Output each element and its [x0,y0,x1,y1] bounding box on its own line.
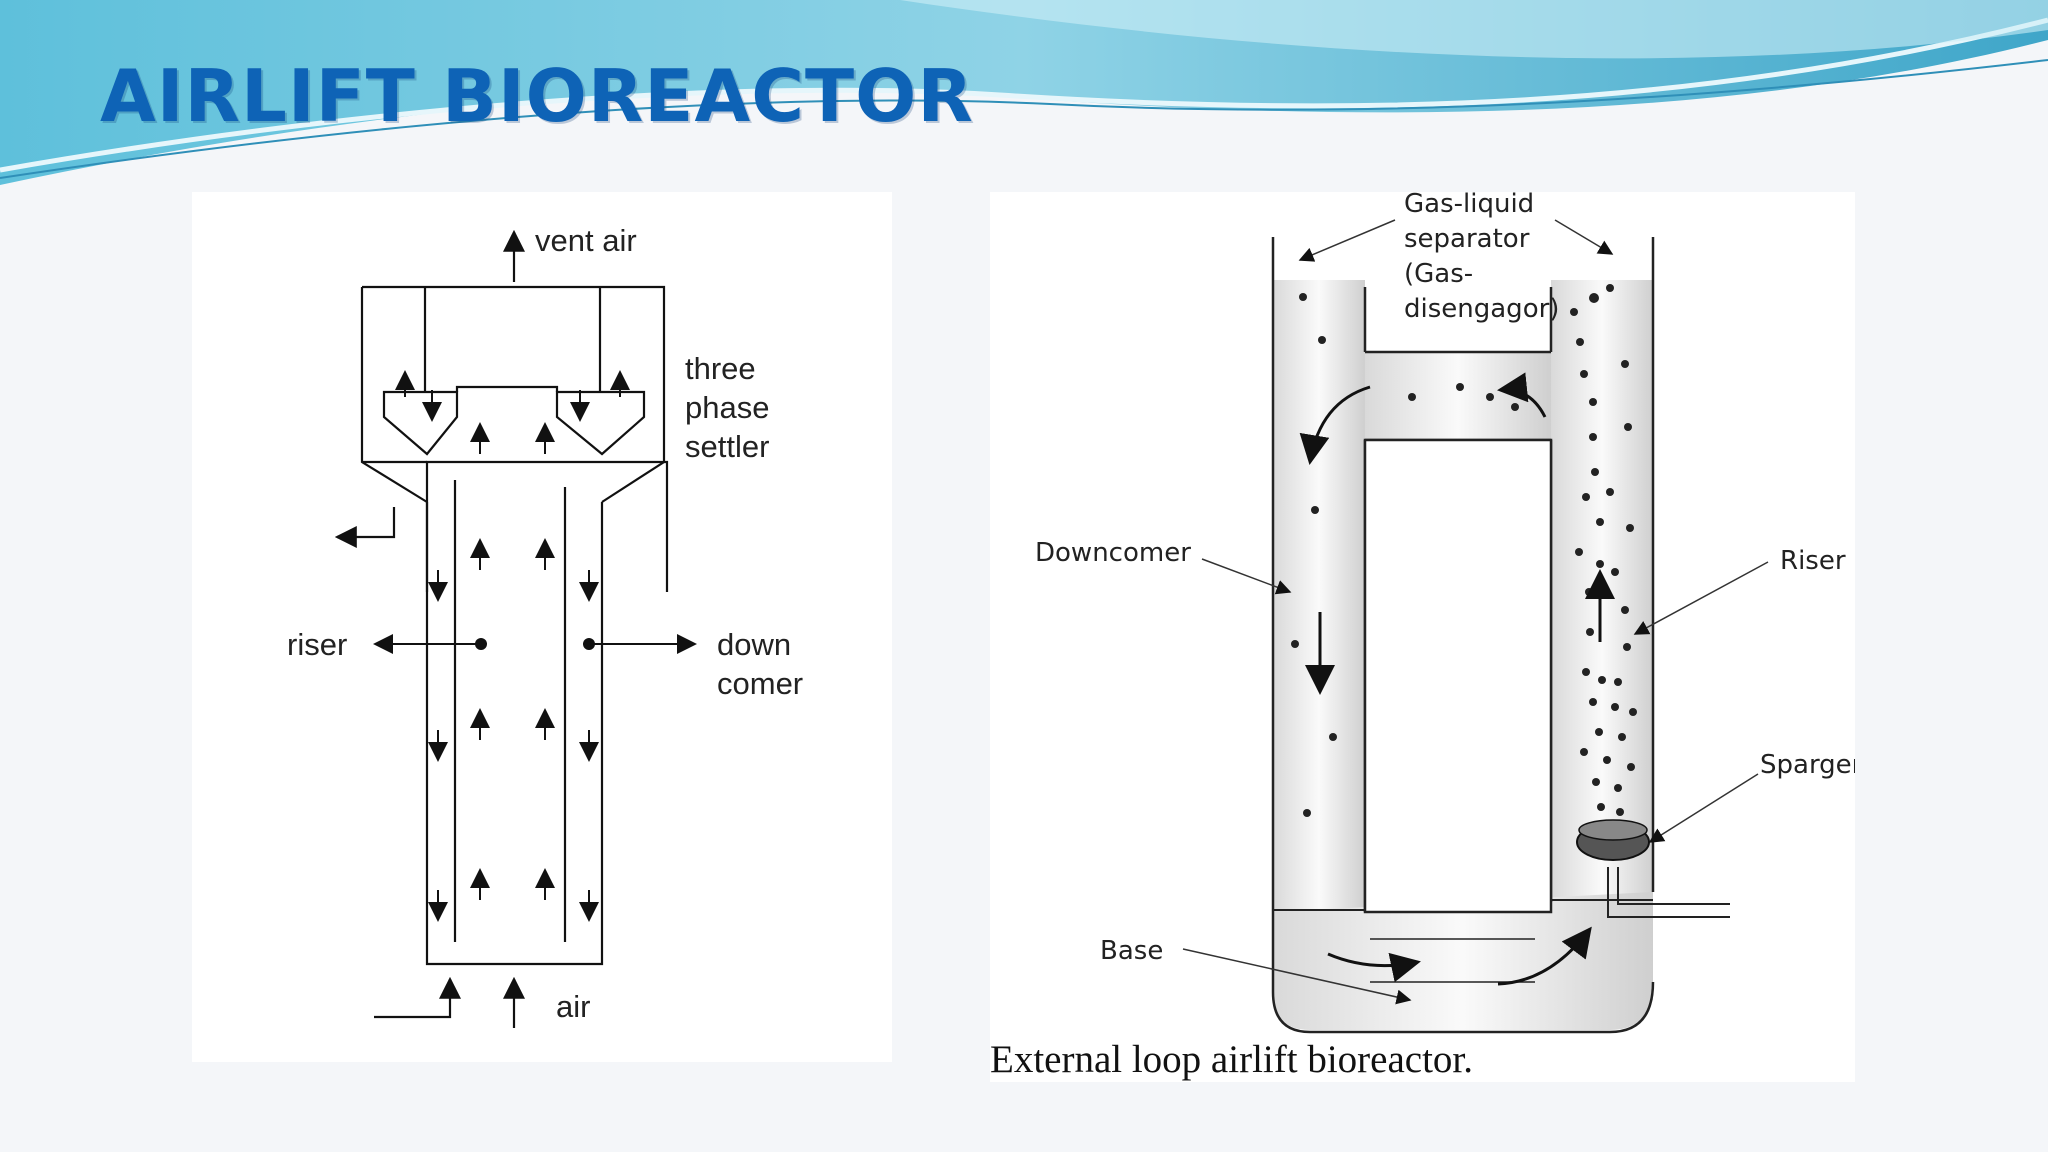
downcomer-label-line-1: down [717,627,791,662]
downcomer-label-line-2: comer [717,666,803,701]
sparger-label: Sparger [1760,750,1855,780]
riser-label: riser [287,627,347,662]
air-label: air [556,989,590,1024]
left-diagram-panel: vent air three phase settler [192,192,892,1062]
riser-label: Riser [1780,546,1846,576]
internal-loop-diagram: vent air three phase settler [287,223,803,1028]
separator-label-line-2: separator [1404,224,1530,254]
bubbles [1291,284,1637,817]
header-wave [0,0,2048,185]
downcomer-label: Downcomer [1035,538,1191,568]
separator-label-line-4: disengagor) [1404,294,1559,324]
sparger-device [1576,819,1650,861]
settler-label-line-2: phase [685,390,769,425]
slide-title: AIRLIFT BIOREACTOR [100,54,974,138]
settler-label-line-1: three [685,351,756,386]
base-label: Base [1100,936,1163,966]
vent-air-label: vent air [535,223,637,258]
settler-outline [360,285,666,966]
separator-label-line-1: Gas-liquid [1404,192,1534,219]
settler-label-line-3: settler [685,429,769,464]
separator-label-line-3: (Gas- [1404,259,1473,289]
external-loop-diagram: Gas-liquid separator (Gas- disengagor) D… [990,189,1863,1081]
right-diagram-panel: Gas-liquid separator (Gas- disengagor) D… [990,189,1863,1082]
flow-arrows [428,538,599,922]
figure-caption: External loop airlift bioreactor. [990,1038,1473,1081]
